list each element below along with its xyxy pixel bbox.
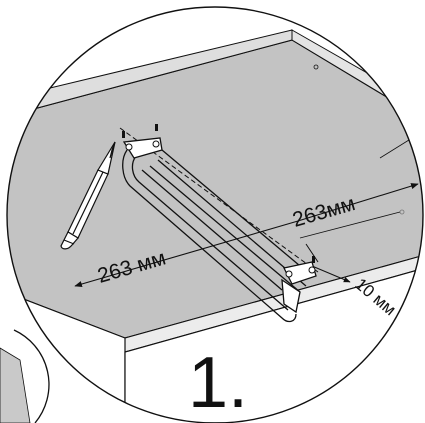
magnifier-circle bbox=[6, 6, 424, 423]
screw-icon bbox=[125, 140, 316, 278]
secondary-detail-circle bbox=[0, 329, 50, 423]
pencil-icon bbox=[60, 141, 116, 250]
rack-rail bbox=[122, 137, 317, 323]
dimension-lines bbox=[74, 183, 419, 288]
step-number: 1. bbox=[188, 343, 248, 423]
